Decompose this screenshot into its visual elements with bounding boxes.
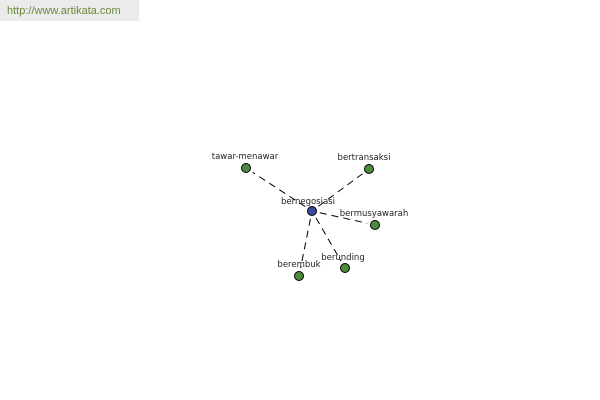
url-link[interactable]: http://www.artikata.com	[7, 5, 121, 17]
graph-nodes	[241, 163, 380, 281]
node-berembuk[interactable]	[294, 271, 304, 281]
node-label-berembuk[interactable]: berembuk	[277, 260, 320, 270]
node-label-bermusyawarah[interactable]: bermusyawarah	[340, 209, 409, 219]
edge-bertransaksi	[318, 173, 363, 207]
node-berunding[interactable]	[340, 263, 350, 273]
graph-edges	[252, 171, 368, 269]
node-label-bertransaksi[interactable]: bertransaksi	[338, 153, 391, 163]
node-label-berunding[interactable]: berunding	[321, 253, 364, 263]
url-banner[interactable]: http://www.artikata.com	[0, 0, 139, 21]
node-label-center[interactable]: bernegosiasi	[281, 197, 335, 207]
node-tawar-menawar[interactable]	[241, 163, 251, 173]
node-bermusyawarah[interactable]	[370, 220, 380, 230]
edge-berunding	[315, 217, 342, 262]
node-bertransaksi[interactable]	[364, 164, 374, 174]
edge-tawar-menawar	[252, 171, 306, 208]
node-label-tawar-menawar[interactable]: tawar-menawar	[212, 152, 279, 162]
graph-labels: tawar-menawar bertransaksi bermusyawarah be…	[212, 152, 409, 270]
edge-berembuk	[300, 218, 311, 269]
edge-bermusyawarah	[319, 212, 368, 224]
node-center[interactable]	[307, 206, 317, 216]
